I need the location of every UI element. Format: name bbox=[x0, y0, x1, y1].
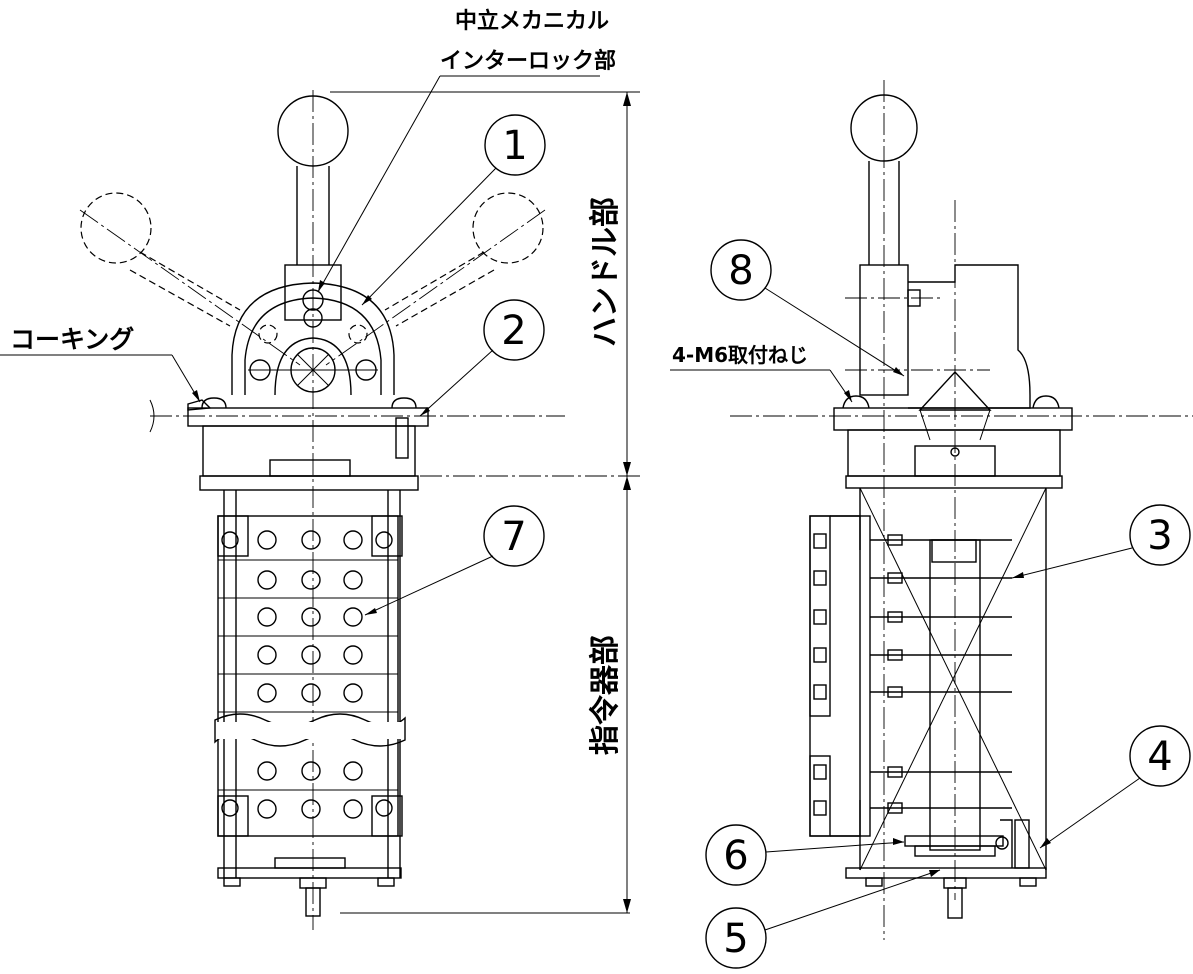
contact-plates-side bbox=[813, 533, 1012, 816]
terminal-screws-front bbox=[221, 530, 393, 819]
callout-1: 1 bbox=[502, 123, 527, 169]
handle-section-label: ハンドル部 bbox=[588, 197, 623, 347]
command-section-label: 指令器部 bbox=[588, 635, 623, 755]
callout-8: 8 bbox=[728, 248, 753, 294]
callout-4: 4 bbox=[1147, 734, 1172, 780]
callout-7: 7 bbox=[501, 514, 526, 560]
interlock-label-line1: 中立メカニカル bbox=[455, 8, 609, 34]
mount-screw-label: 4-M6取付ねじ bbox=[672, 343, 808, 367]
callout-2: 2 bbox=[501, 308, 526, 354]
interlock-label-line2: インターロック部 bbox=[440, 48, 616, 74]
callout-6: 6 bbox=[723, 833, 748, 879]
callout-5: 5 bbox=[723, 916, 748, 962]
front-view bbox=[0, 75, 640, 930]
side-view bbox=[670, 80, 1193, 969]
caulking-label: コーキング bbox=[10, 325, 134, 354]
callout-3: 3 bbox=[1147, 513, 1172, 559]
